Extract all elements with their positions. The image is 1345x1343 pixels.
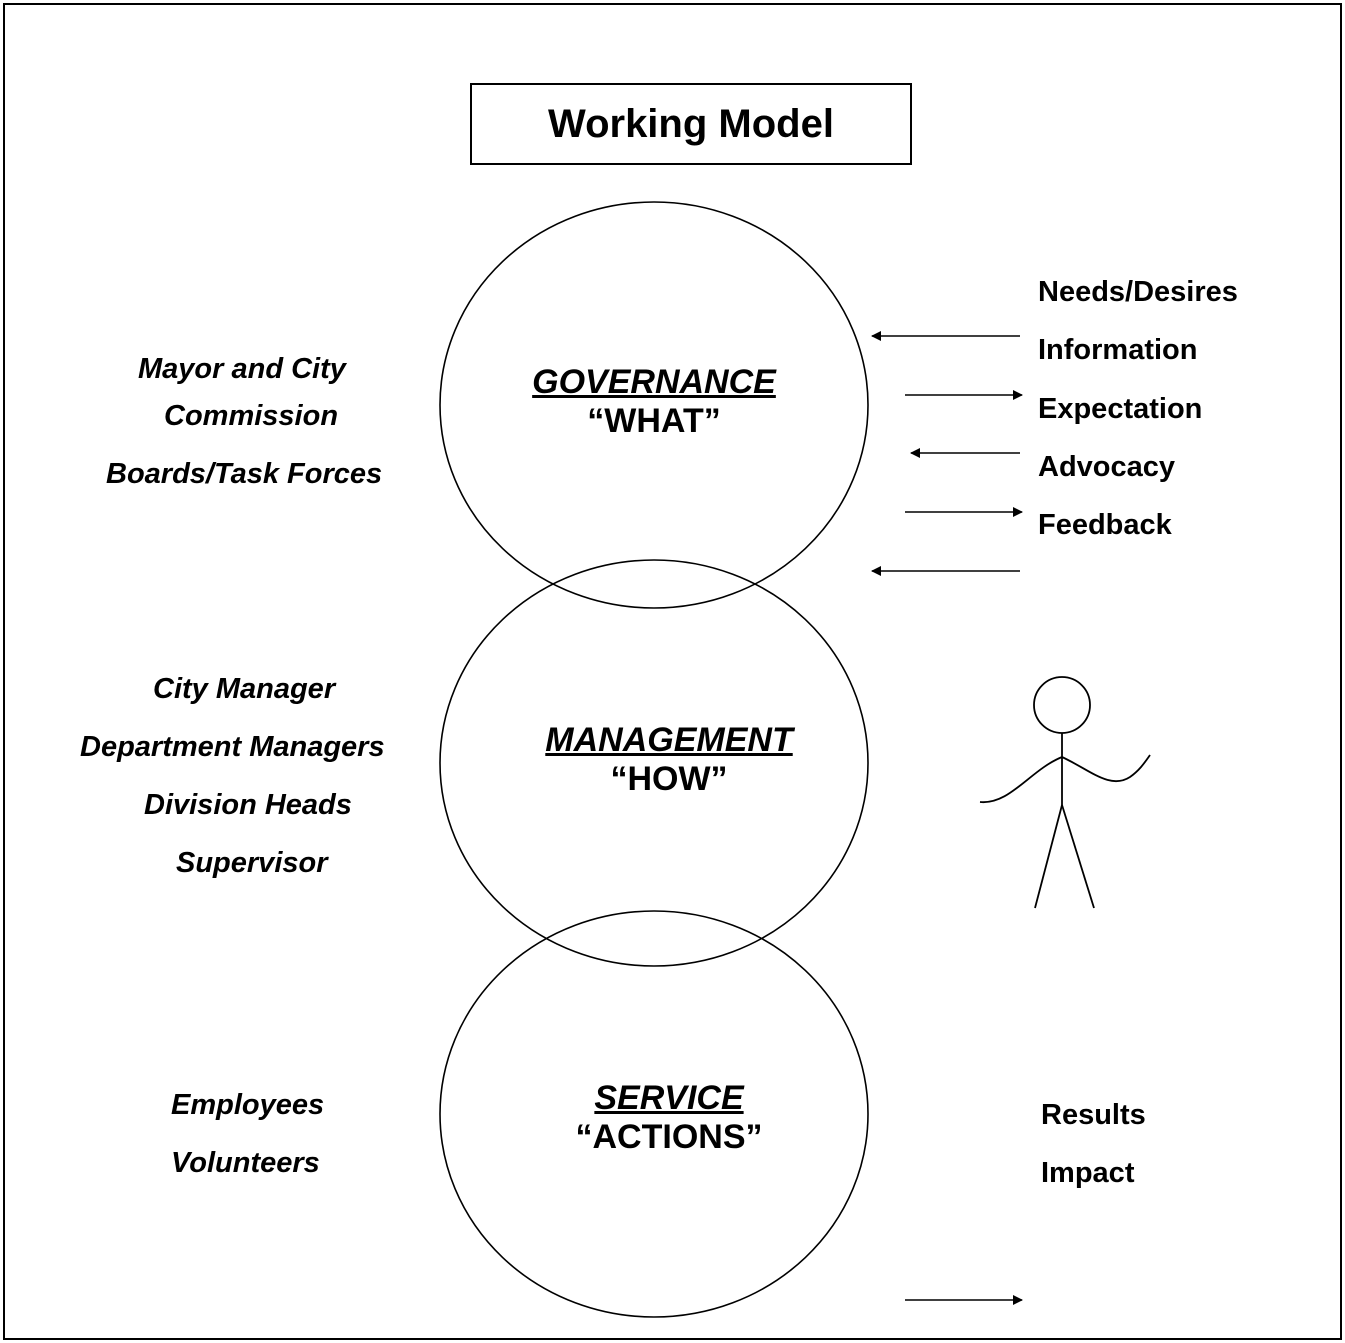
citizen-input-3: Expectation [1038, 393, 1203, 425]
service-circle [439, 910, 869, 1318]
citizen-input-4: Advocacy [1038, 451, 1176, 483]
governance-role-2: Commission [164, 400, 339, 432]
governance-role-3: Boards/Task Forces [106, 458, 383, 490]
management-role-3: Division Heads [144, 789, 352, 821]
management-label: MANAGEMENT “HOW” [469, 721, 869, 799]
service-subheading: “ACTIONS” [575, 1118, 763, 1156]
management-role-2: Department Managers [80, 731, 385, 763]
governance-circle [439, 201, 869, 609]
citizen-outcome-2: Impact [1041, 1157, 1135, 1189]
management-heading: MANAGEMENT [545, 721, 793, 759]
citizen-input-1: Needs/Desires [1038, 276, 1238, 308]
citizen-input-2: Information [1038, 334, 1198, 366]
diagram-frame [3, 3, 1342, 1340]
stick-figure-icon [979, 676, 1151, 909]
governance-role-1: Mayor and City [138, 353, 346, 385]
citizen-outcome-1: Results [1041, 1099, 1146, 1131]
governance-subheading: “WHAT” [587, 402, 721, 440]
management-role-1: City Manager [153, 673, 336, 705]
citizen-input-5: Feedback [1038, 509, 1172, 541]
management-role-4: Supervisor [176, 847, 328, 879]
service-role-2: Volunteers [171, 1147, 320, 1179]
governance-heading: GOVERNANCE [532, 363, 776, 401]
service-heading: SERVICE [594, 1079, 744, 1117]
service-label: SERVICE “ACTIONS” [469, 1079, 869, 1157]
management-subheading: “HOW” [610, 760, 728, 798]
service-role-1: Employees [171, 1089, 325, 1121]
management-circle [439, 559, 869, 967]
governance-label: GOVERNANCE “WHAT” [454, 363, 854, 441]
diagram-title: Working Model [470, 83, 912, 165]
